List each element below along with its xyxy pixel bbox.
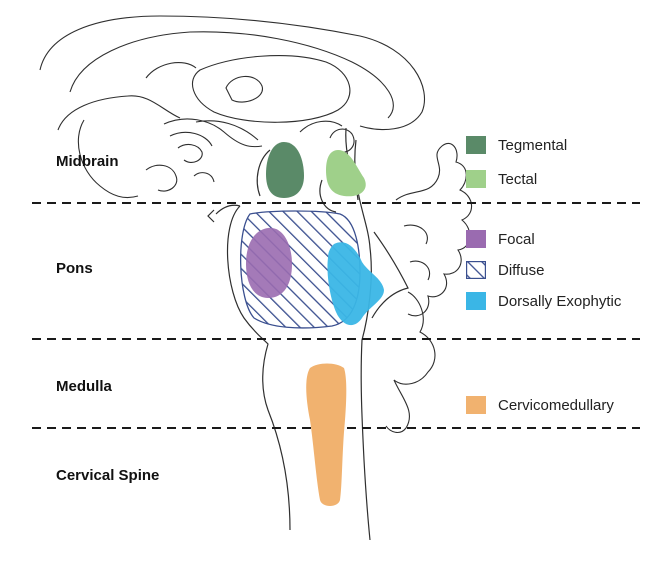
brain-outline xyxy=(39,15,426,199)
legend-label: Focal xyxy=(498,230,535,248)
legend-label: Cervicomedullary xyxy=(498,396,614,414)
region-label-midbrain: Midbrain xyxy=(56,153,119,170)
tectal-region xyxy=(326,150,366,197)
legend-swatch-dorsally-exophytic xyxy=(466,292,486,310)
focal-region xyxy=(246,227,292,298)
legend-swatch-focal xyxy=(466,230,486,248)
region-label-cervical-spine: Cervical Spine xyxy=(56,467,160,484)
legend-label: Tectal xyxy=(498,170,538,188)
brainstem-outline xyxy=(207,127,409,541)
dorsally-exophytic-region xyxy=(327,242,384,326)
legend-label: Diffuse xyxy=(498,261,545,279)
legend-item-diffuse: Diffuse xyxy=(466,261,544,279)
legend-label: Tegmental xyxy=(498,136,568,154)
cervicomedullary-region xyxy=(306,363,347,506)
legend-item-dorsally-exophytic: Dorsally Exophytic xyxy=(466,292,621,310)
region-label-medulla: Medulla xyxy=(56,378,112,395)
legend-swatch-tectal xyxy=(466,170,486,188)
legend-item-tegmental: Tegmental xyxy=(466,136,567,154)
legend-item-tectal: Tectal xyxy=(466,170,537,188)
legend-item-focal: Focal xyxy=(466,230,535,248)
legend-swatch-cervicomedullary xyxy=(466,396,486,414)
cerebellum-outline xyxy=(385,142,473,434)
legend-item-cervicomedullary: Cervicomedullary xyxy=(466,396,614,414)
region-label-pons: Pons xyxy=(56,260,93,277)
tegmental-region xyxy=(266,142,304,198)
legend-swatch-diffuse xyxy=(466,261,486,279)
legend-swatch-tegmental xyxy=(466,136,486,154)
legend-label: Dorsally Exophytic xyxy=(498,292,622,310)
